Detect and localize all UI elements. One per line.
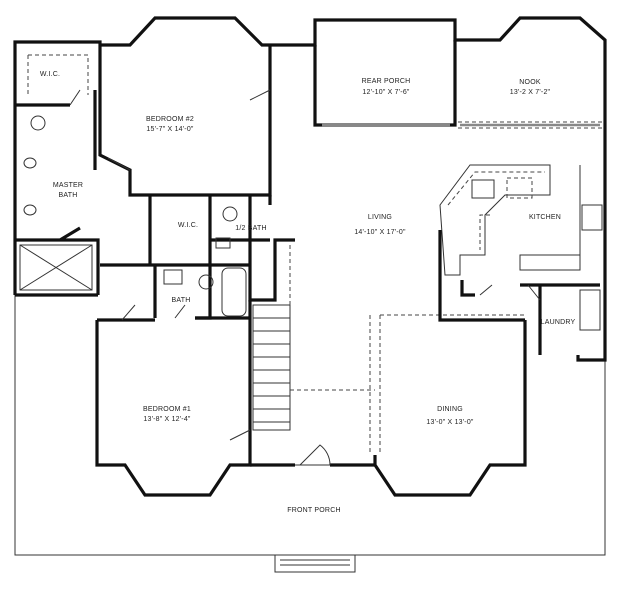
- room-label-kitchen: KITCHEN: [528, 214, 562, 221]
- master-toilet: [30, 115, 46, 131]
- kitchen-counter: [439, 164, 551, 276]
- stair: [252, 304, 291, 431]
- room-size-bedroom1: 13'-8" X 12'-4": [143, 416, 191, 423]
- room-label-dining: DINING: [437, 406, 463, 413]
- bedroom1-walls: [95, 300, 252, 497]
- room-label-bedroom2: BEDROOM #2: [146, 116, 194, 123]
- room-size-living: 14'-10" X 17'-0": [354, 229, 406, 236]
- room-label-laundry: LAUNDRY: [540, 319, 576, 326]
- room-label-rear-porch: REAR PORCH: [361, 78, 411, 85]
- half-bath-toilet: [222, 206, 238, 222]
- room-size-bedroom2: 15'-7" X 14'-0": [146, 126, 194, 133]
- exterior-wall: [13, 16, 607, 362]
- room-label-half-bath: 1/2 BATH: [235, 225, 267, 232]
- front-door-arc: [295, 444, 331, 466]
- dining-opening: [289, 245, 525, 455]
- shower: [19, 244, 93, 291]
- kitchen-counter-inner: [447, 171, 545, 250]
- front-wall: [250, 320, 527, 497]
- front-porch-outline: [14, 295, 606, 573]
- kitchen-wall-counter: [519, 165, 581, 271]
- kitchen-sink: [471, 179, 495, 199]
- room-label-nook: NOOK: [519, 79, 541, 86]
- kitchen-island: [506, 177, 533, 199]
- room-label-wic-master: W.I.C.: [39, 71, 61, 78]
- room-label-bedroom1: BEDROOM #1: [143, 406, 191, 413]
- bath-sink: [163, 269, 183, 285]
- room-label-bath: BATH: [171, 297, 191, 304]
- washer-dryer: [579, 289, 601, 331]
- master-wic: [27, 54, 89, 95]
- wic2-walls: [100, 195, 272, 267]
- room-label-master-bath: BATH: [58, 192, 78, 199]
- bath-toilet: [198, 274, 214, 290]
- kitchen-walls: [438, 230, 600, 355]
- half-bath-sink: [215, 237, 231, 249]
- room-label-front-porch: FRONT PORCH: [287, 507, 341, 514]
- door-swings: [69, 89, 541, 441]
- room-size-dining: 13'-0" X 13'-0": [426, 419, 474, 426]
- half-bath-walls: [153, 238, 295, 320]
- master-walls: [15, 45, 272, 297]
- room-label-master: MASTER: [52, 182, 84, 189]
- room-size-rear-porch: 12'-10" X 7'-6": [362, 89, 410, 96]
- room-size-nook: 13'-2 X 7'-2": [509, 89, 551, 96]
- room-label-living: LIVING: [367, 214, 393, 221]
- stove: [581, 204, 603, 231]
- master-sink-2: [23, 204, 37, 216]
- bathtub: [221, 267, 247, 317]
- room-label-wic2: W.I.C.: [177, 222, 199, 229]
- nook-opening: [458, 121, 603, 129]
- master-sink-1: [23, 157, 37, 169]
